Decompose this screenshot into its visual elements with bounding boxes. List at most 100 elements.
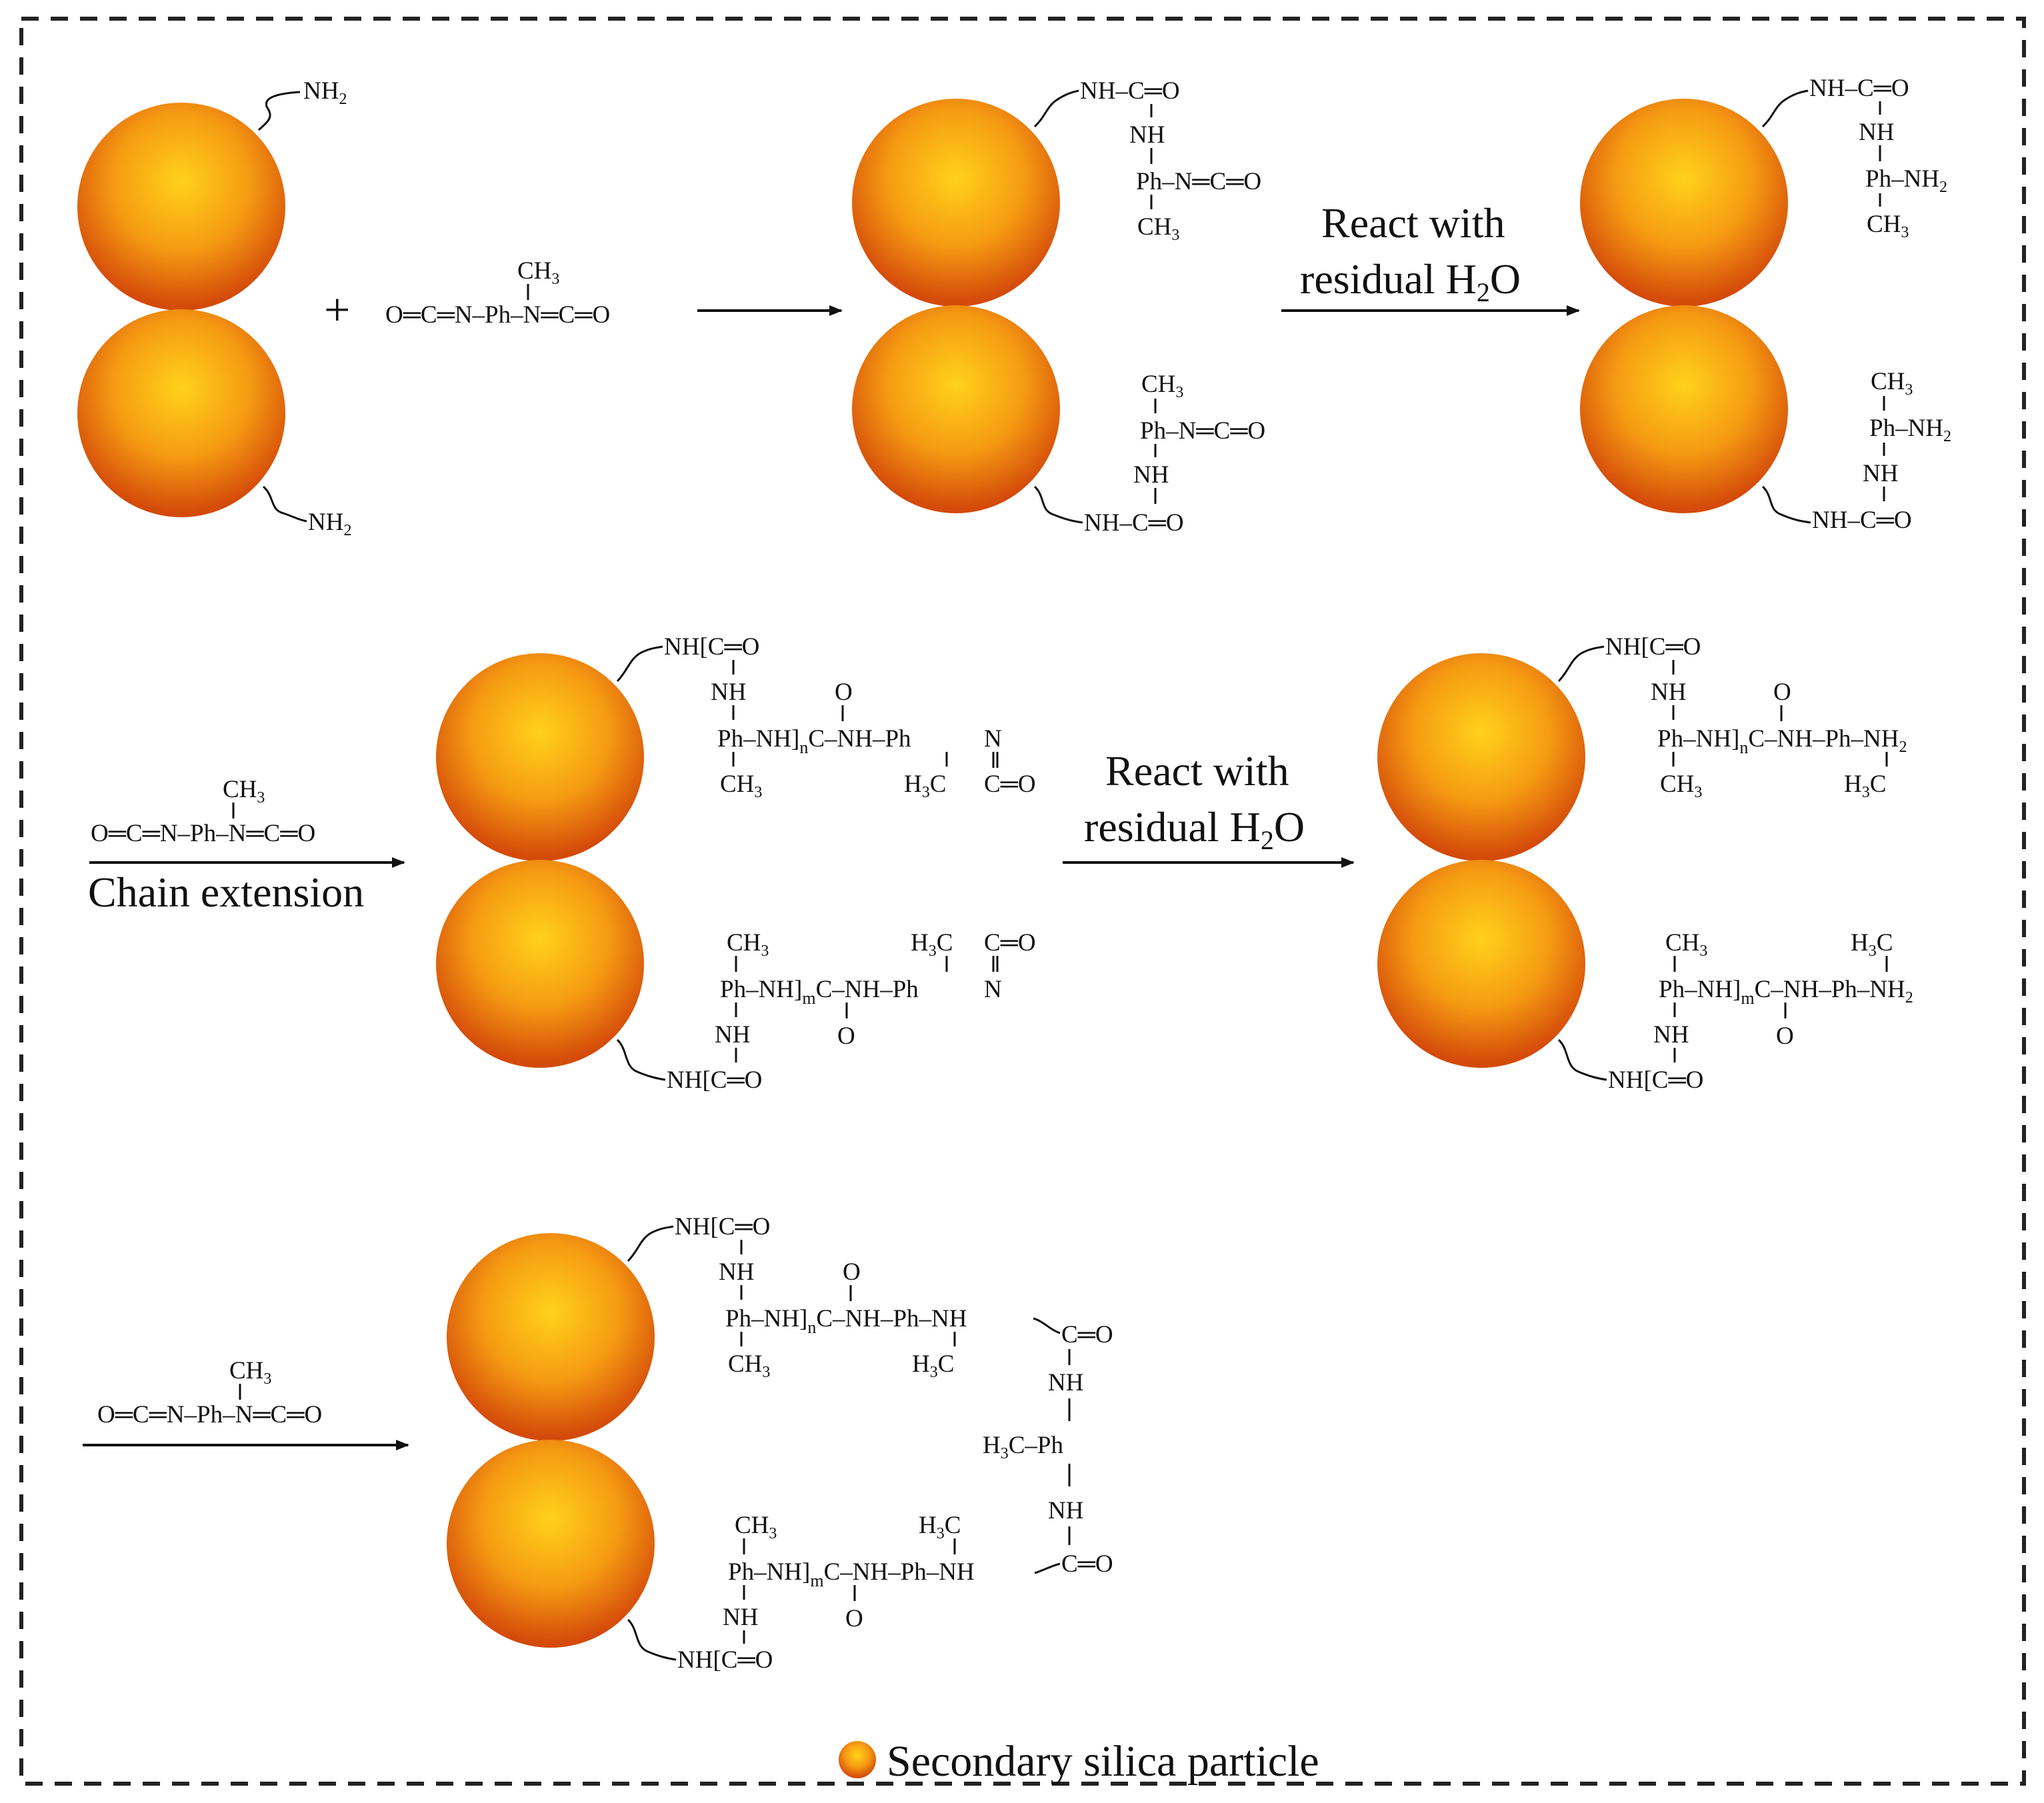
react-with-label: React with [1321,199,1505,247]
silica-particle [852,305,1060,513]
chain-extension-arrow: CH3 O═C═N–Ph–N═C═O Chain extension [88,776,405,916]
silica-particle [447,1233,655,1441]
silica-particle [77,103,285,311]
stage-3-amine-terminated-particles: NH–C═O NH Ph–NH2 CH3 CH3 Ph–NH2 NH NH–C═… [1580,75,1951,534]
silica-particle [1377,860,1585,1068]
nh-group: NH [1048,1369,1083,1396]
urea-repeat-start: NH[C═O [1605,633,1701,661]
carbonyl-oxygen: O [837,1022,855,1050]
stage-4-extended-isocyanate: NH[C═O NH O Ph–NH]nC–NH–Ph CH3 H3C N C═O… [436,633,1036,1094]
silica-particle [77,309,285,517]
methyl-group: CH3 [223,776,265,807]
nh-group: NH [723,1604,758,1631]
methyl-group: H3C [919,1512,961,1542]
methyl-group: H3C [912,1350,954,1381]
stage-6-crosslinked-particles: NH[C═O NH O Ph–NH]nC–NH–Ph–NH C═O CH3 H3… [447,1213,1113,1674]
amine-terminated-chain-n: Ph–NH]nC–NH–Ph–NH2 [1657,725,1907,757]
urea-repeat-start: NH[C═O [677,1646,773,1674]
methyl-group: H3C [1844,771,1886,801]
methyl-group: H3C [911,929,953,960]
methyl-group: CH3 [1137,213,1179,244]
carbonyl-group: C═O [1061,1321,1113,1348]
urea-linkage: NH–C═O [1812,507,1912,534]
methyl-group: CH3 [1867,211,1909,241]
legend: Secondary silica particle [839,1737,1319,1786]
tether-line [262,485,307,523]
urea-repeat-start: NH[C═O [664,633,759,661]
nh-group: NH [715,1021,750,1048]
phenyl-isocyanate: Ph–N═C═O [1140,417,1265,445]
silica-particle [436,860,644,1068]
dashed-frame [19,17,2026,1786]
carbonyl-group: C═O [984,929,1036,956]
repeat-unit-n: Ph–NH]nC–NH–Ph [717,725,911,757]
legend-label: Secondary silica particle [887,1737,1319,1786]
chain-extension-label: Chain extension [88,869,364,916]
methyl-group: CH3 [1141,371,1183,401]
carbonyl-group: C═O [1061,1550,1113,1578]
nh-group: NH [1133,461,1169,489]
carbonyl-oxygen: O [835,679,853,706]
urea-repeat-start: NH[C═O [1608,1066,1703,1094]
residual-water-label: residual H2O [1084,803,1305,855]
carbonyl-oxygen: O [1776,1022,1794,1050]
methyl-group: CH3 [517,257,559,288]
nitrogen-atom: N [984,725,1002,753]
diisocyanate-formula: O═C═N–Ph–N═C═O [97,1401,322,1428]
residual-water-label: residual H2O [1300,255,1521,307]
carbonyl-oxygen: O [1773,679,1791,706]
methyl-group: CH3 [229,1357,271,1388]
methyl-group: CH3 [1660,771,1702,801]
urea-linkage: NH–C═O [1084,509,1184,537]
silica-particle [1580,305,1788,513]
urea-linkage: NH–C═O [1809,75,1909,102]
phenyl-isocyanate: Ph–N═C═O [1136,168,1261,195]
stage-1-amine-particles: NH2 NH2 [77,77,351,539]
hydrolysis-arrow-1: React with residual H2O [1281,199,1580,316]
carbonyl-oxygen: O [845,1605,863,1632]
nh-group: NH [711,679,746,706]
methyl-group: H3C [1851,929,1893,960]
tolyl-linker: H3C–Ph [983,1432,1063,1462]
diisocyanate-formula: O═C═N–Ph–N═C═O [91,820,315,847]
crosslink-arrow: CH3 O═C═N–Ph–N═C═O [83,1357,409,1450]
methyl-group: CH3 [720,771,762,801]
methyl-group: CH3 [728,1350,770,1381]
nh-group: NH [719,1258,754,1286]
silica-particle [1580,99,1788,307]
methyl-group: CH3 [727,929,769,960]
methyl-group: H3C [904,771,946,801]
nh-group: NH [1863,460,1898,487]
nh-group: NH [1129,121,1165,149]
tdi-reagent: CH3 O═C═N–Ph–N═C═O [385,257,610,329]
silica-particle [436,653,644,861]
urea-repeat-start: NH[C═O [667,1066,762,1094]
crosslink-chain-bottom: Ph–NH]mC–NH–Ph–NH [728,1558,975,1590]
nitrogen-atom: N [984,976,1002,1003]
react-with-label: React with [1105,747,1289,795]
silica-particle [447,1440,655,1648]
carbonyl-oxygen: O [843,1258,861,1286]
plus-sign: + [324,285,350,336]
phenyl-amine: Ph–NH2 [1869,415,1951,445]
methyl-group: CH3 [1665,929,1707,960]
diisocyanate-formula: O═C═N–Ph–N═C═O [385,301,610,329]
methyl-group: CH3 [735,1512,777,1542]
urea-linkage: NH–C═O [1080,77,1180,105]
amine-group: NH2 [303,77,347,108]
stage-2-isocyanate-particles: NH–C═O NH Ph–N═C═O CH3 CH3 Ph–N═C═O NH N… [852,77,1265,537]
amine-terminated-chain-m: Ph–NH]mC–NH–Ph–NH2 [1659,976,1913,1008]
stage-5-extended-amine: NH[C═O NH O Ph–NH]nC–NH–Ph–NH2 CH3 H3C C… [1377,633,1913,1094]
crosslink-chain-top: Ph–NH]nC–NH–Ph–NH [725,1305,967,1337]
hydrolysis-arrow-2: React with residual H2O [1063,747,1355,868]
urea-repeat-start: NH[C═O [675,1213,770,1240]
nh-group: NH [1048,1497,1083,1524]
silica-particle [852,99,1060,307]
nh-group: NH [1651,679,1686,706]
silica-particle [1377,653,1585,861]
carbonyl-group: C═O [984,771,1036,798]
phenyl-amine: Ph–NH2 [1865,165,1947,196]
legend-particle-swatch [839,1741,876,1778]
tether-line [258,91,301,131]
